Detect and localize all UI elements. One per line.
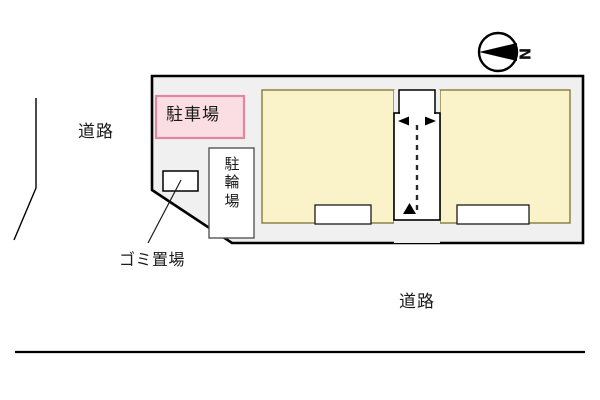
label-road-bottom: 道路 (399, 292, 435, 312)
compass-north-arrow-icon (477, 31, 519, 73)
label-bicycle-char-3: 場 (224, 191, 240, 210)
label-parking-lot: 駐車場 (166, 105, 220, 125)
corridor-arrow-left-icon (398, 116, 409, 126)
compass-north-label: N (515, 47, 534, 61)
label-bicycle-parking: 駐 輪 場 (217, 155, 247, 210)
label-garbage-area: ゴミ置場 (119, 250, 186, 269)
building-right-block (439, 89, 571, 224)
building-left-block (261, 89, 395, 224)
garbage-leader-line (147, 179, 182, 244)
bicycle-parking-box (208, 147, 255, 239)
road-left-edge-lines (13, 98, 37, 241)
entrance-left (314, 204, 372, 225)
label-bicycle-char-1: 駐 (224, 155, 240, 173)
entrance-right (456, 204, 530, 225)
corridor-arrow-right-icon (425, 116, 436, 126)
label-road-left: 道路 (78, 122, 114, 142)
label-bicycle-char-2: 輪 (224, 173, 240, 192)
corridor-arrow-up-icon (403, 203, 416, 214)
parking-lot-box (154, 94, 246, 140)
